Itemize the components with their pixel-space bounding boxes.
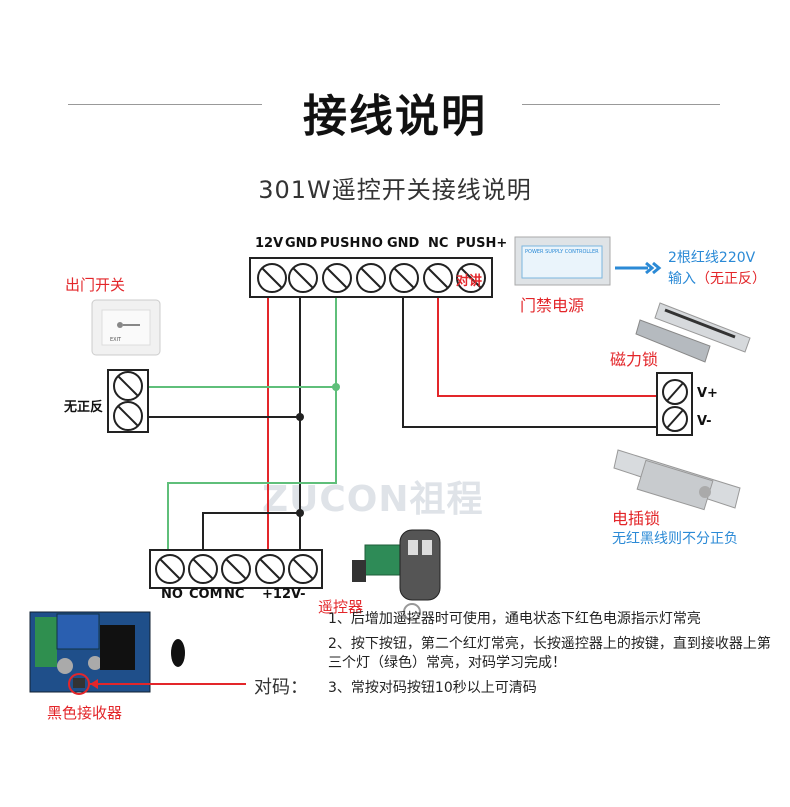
terminal-label-12v: 12V [255,236,284,251]
note-item: 3、常按对码按钮10秒以上可清码 [328,680,537,696]
receiver-label: 黑色接收器 [47,704,123,722]
electric-bolt-image [613,449,741,511]
bolt-lock-label: 电插锁 [612,509,661,528]
receiver-board-image [29,611,185,693]
wire-nc-red [437,297,663,397]
mag-lock-vminus: V- [697,414,712,429]
power-panel-text: POWER SUPPLY CONTROLLER [525,249,599,255]
title-divider-left [68,104,262,105]
terminal-label-nc: NC [428,236,449,251]
terminal-label-gnd: GND [285,236,318,251]
no-polarity-label: 无正反 [64,400,104,415]
power-input-line1: 2根红线220V [668,250,756,266]
instruction-notes: 1、后增加遥控器时可使用，通电状态下红色电源指示灯常亮 2、按下按钮，第二个红灯… [328,610,773,704]
title-divider-right [522,104,720,105]
mag-lock-label: 磁力锁 [610,350,659,369]
note-item: 2、按下按钮，第二个红灯常亮，长按遥控器上的按键，直到接收器上第三个灯（绿色）常… [328,636,771,671]
note-item: 1、后增加遥控器时可使用，通电状态下红色电源指示灯常亮 [328,611,701,627]
pair-button-highlight [68,673,246,695]
power-input-line2: 输入（无正反） [668,268,766,288]
terminal-label-push-plus: PUSH+ [456,236,508,251]
power-supply-label: 门禁电源 [520,296,585,315]
bottom-label-nc: NC [224,587,245,602]
diagram-subtitle: 301W遥控开关接线说明 [258,176,532,204]
bottom-terminal-block [149,549,323,589]
junction-dot [296,509,304,517]
mag-lock-terminal [656,372,693,436]
top-terminal-block [249,257,493,298]
remote-label: 遥控器 [318,598,364,616]
junction-dot [332,383,340,391]
bottom-label-no: NO [161,587,183,602]
page-title: 接线说明 [303,91,487,142]
bolt-lock-note: 无红黑线则不分正负 [612,531,738,547]
pair-code-label: 对码： [254,677,308,698]
exit-button-text: EXIT [110,337,122,343]
mag-lock-vplus: V+ [697,386,718,401]
remote-control-image [352,529,441,621]
exit-switch-terminal [107,369,149,433]
terminal-label-push: PUSH [320,236,361,251]
wire-gnd2-black [402,297,663,428]
terminal-label-gnd2: GND [387,236,420,251]
arrow-icon [615,261,662,275]
exit-button-image [91,299,161,356]
power-input-prefix: 输入 [668,271,696,287]
power-supply-image [514,236,611,286]
bottom-label-12v: +12V- [262,587,306,602]
bottom-label-com: COM [189,587,223,602]
mag-lock-image [635,302,751,363]
power-input-suffix: （无正反） [696,271,766,287]
junction-dot [296,413,304,421]
intercom-label: 对讲 [456,274,483,289]
terminal-label-no: NO [361,236,383,251]
wire-push-green [167,297,337,570]
exit-switch-label: 出门开关 [65,276,126,294]
